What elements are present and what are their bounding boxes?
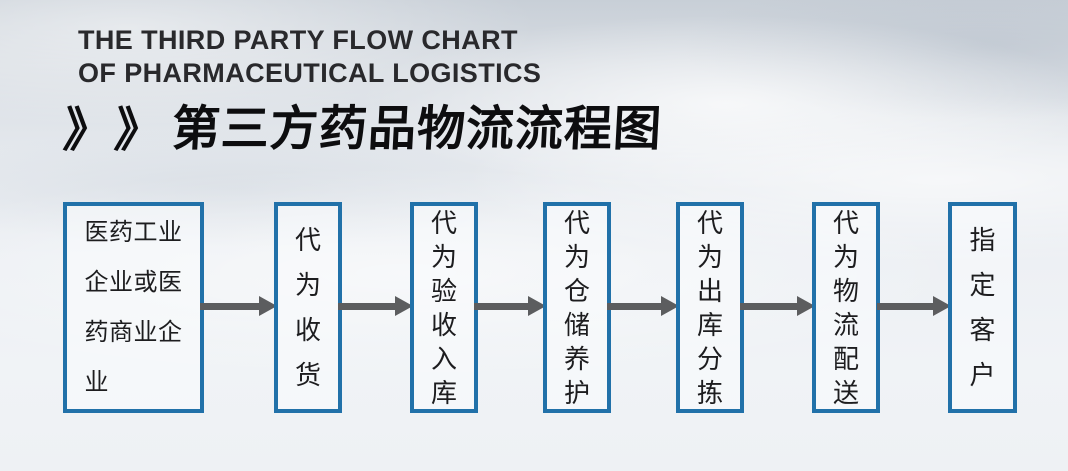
double-chevron-icon: 》 [112,103,165,156]
arrow-head-icon [933,296,951,316]
flow-box-inspect-warehouse: 代 为 验 收 入 库 [410,202,478,413]
flow-arrow [740,296,815,316]
title-english: THE THIRD PARTY FLOW CHART OF PHARMACEUT… [78,24,541,90]
arrow-shaft [200,302,259,310]
title-english-line2: OF PHARMACEUTICAL LOGISTICS [78,58,542,88]
arrow-shaft [740,302,797,310]
flow-box-label: 代 为 仓 储 养 护 [563,207,590,408]
flow-box-storage-maintenance: 代 为 仓 储 养 护 [543,202,611,413]
flow-box-logistics-delivery: 代 为 物 流 配 送 [812,202,880,413]
flow-box-label: 医药工业 企业或医 药商业企 业 [84,218,183,396]
flow-box-label: 指 定 客 户 [969,224,996,390]
title-chinese-row: 》 》 第三方药品物流流程图 [61,100,664,160]
flow-arrow [200,296,277,316]
flow-box-source-enterprise: 医药工业 企业或医 药商业企 业 [63,202,204,413]
flow-arrow [338,296,413,316]
flow-box-receive-goods: 代 为 收 货 [274,202,342,413]
arrow-shaft [474,302,528,310]
title-chinese: 第三方药品物流流程图 [170,103,664,156]
title-english-line1: THE THIRD PARTY FLOW CHART [78,25,518,55]
flow-box-label: 代 为 收 货 [294,224,321,390]
arrow-shaft [338,302,395,310]
flow-arrow [607,296,679,316]
arrow-head-icon [797,296,815,316]
arrow-shaft [877,302,933,310]
flow-box-designated-customer: 指 定 客 户 [948,202,1017,413]
double-chevron-icon: 》 [61,103,114,156]
flow-box-label: 代 为 出 库 分 拣 [696,207,723,408]
flow-arrow [877,296,951,316]
arrow-head-icon [259,296,277,316]
flow-box-label: 代 为 物 流 配 送 [832,207,859,408]
flow-box-label: 代 为 验 收 入 库 [430,207,457,408]
arrow-shaft [607,302,661,310]
flow-arrow [474,296,546,316]
arrow-head-icon [528,296,546,316]
arrow-head-icon [661,296,679,316]
flow-box-outbound-sorting: 代 为 出 库 分 拣 [676,202,744,413]
arrow-head-icon [395,296,413,316]
